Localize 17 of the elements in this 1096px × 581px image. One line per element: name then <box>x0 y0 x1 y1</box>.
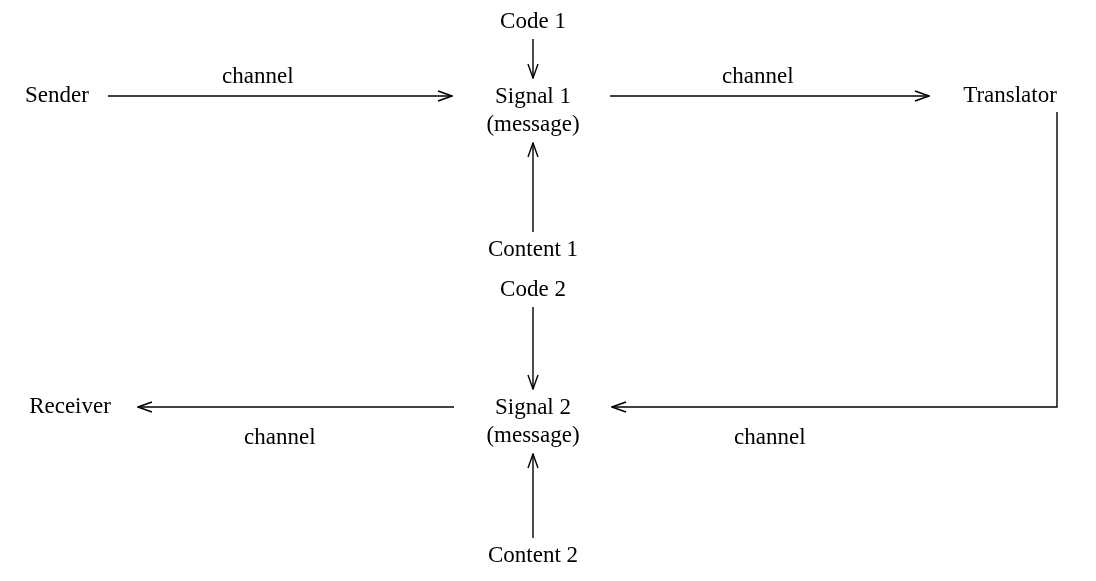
node-label: Sender <box>25 81 89 109</box>
arrow <box>527 453 539 539</box>
arrow <box>527 306 539 390</box>
node-label: Receiver <box>29 392 111 420</box>
node-label: Content 2 <box>487 541 579 569</box>
arrow <box>527 142 539 233</box>
node-label: Content 1 <box>487 235 579 263</box>
node-label: Translator <box>963 81 1057 109</box>
arrow <box>527 38 539 79</box>
node-label: Code 1 <box>500 7 566 35</box>
arrow <box>107 90 453 102</box>
node-label: Signal 1 (message) <box>485 82 581 138</box>
arrow <box>137 401 455 413</box>
node-label: Code 2 <box>500 275 566 303</box>
arrow <box>611 111 1058 413</box>
arrow <box>609 90 930 102</box>
node-label: Signal 2 (message) <box>485 393 581 449</box>
